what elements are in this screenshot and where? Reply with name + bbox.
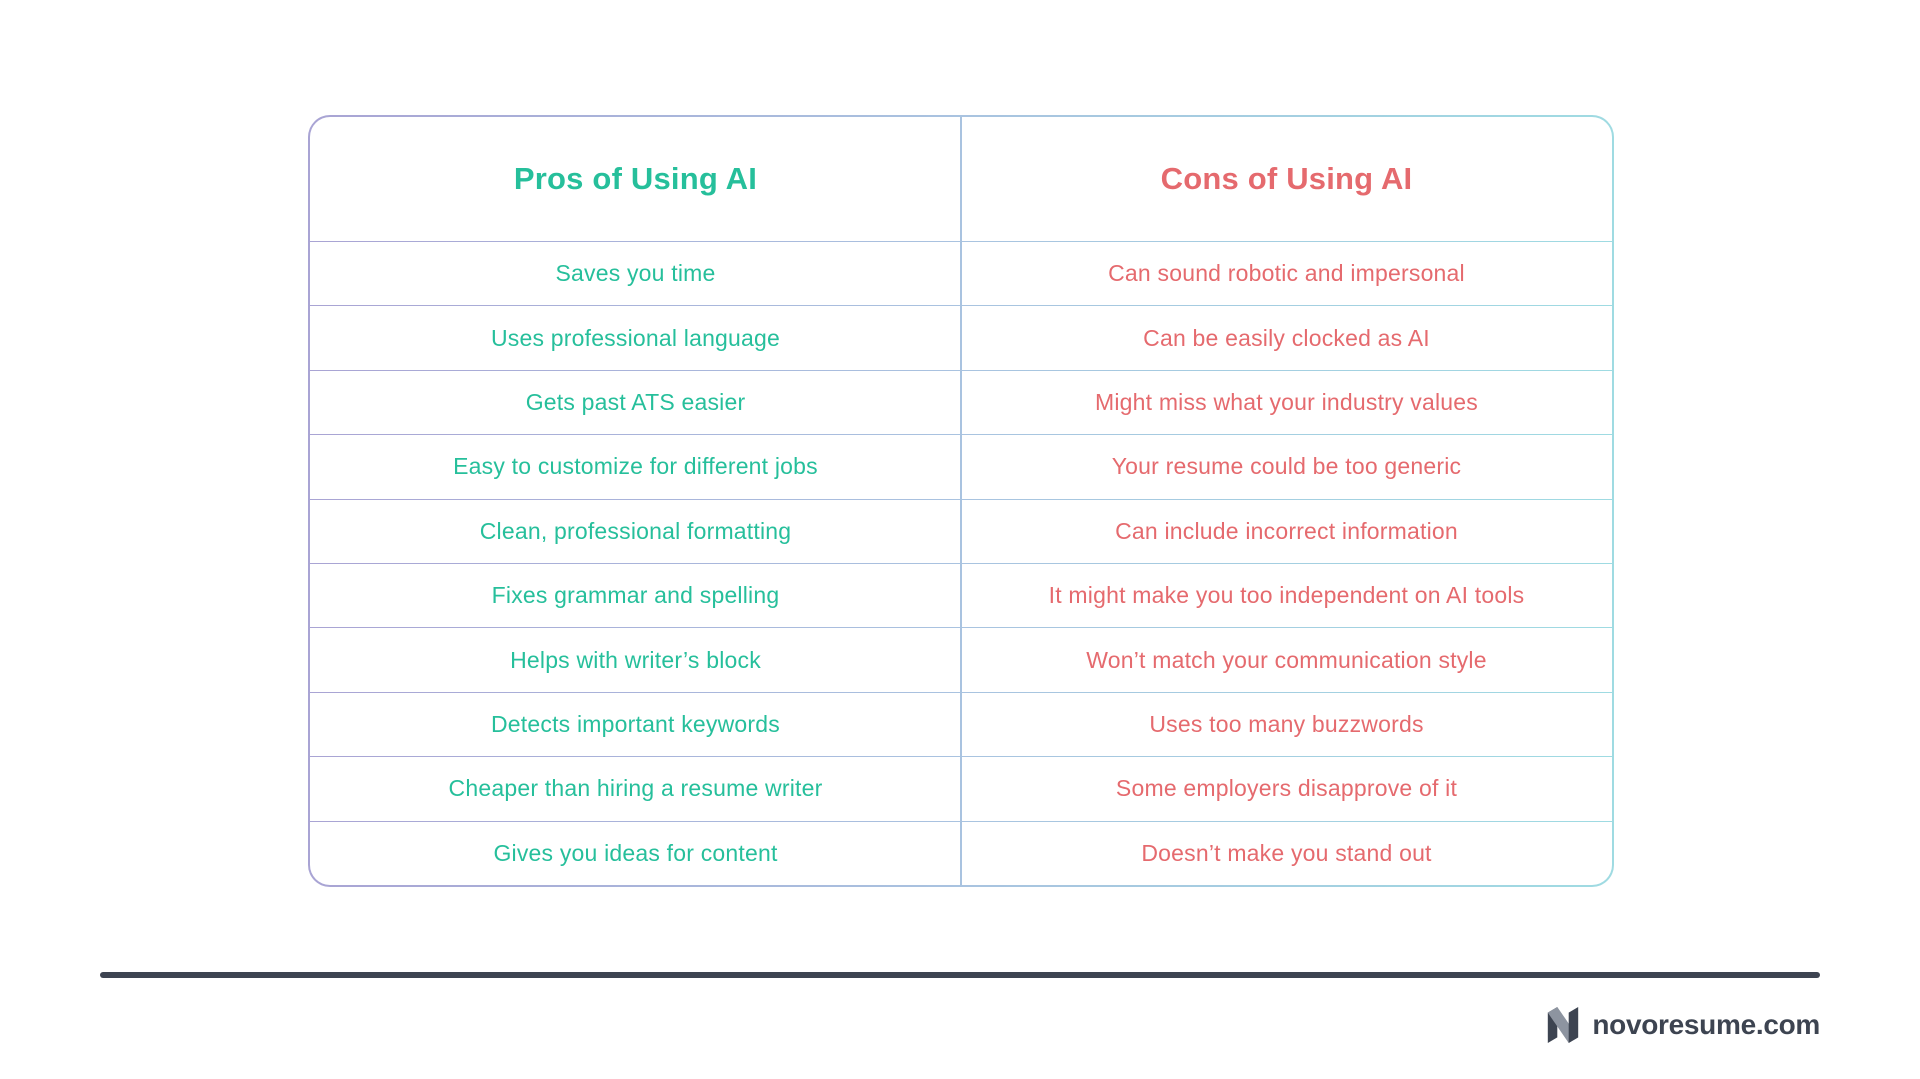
con-text: Can sound robotic and impersonal — [1108, 260, 1465, 287]
pro-cell: Helps with writer’s block — [310, 628, 961, 691]
con-cell: It might make you too independent on AI … — [961, 564, 1612, 627]
pro-text: Saves you time — [555, 260, 716, 287]
con-text: Uses too many buzzwords — [1149, 711, 1424, 738]
pro-text: Easy to customize for different jobs — [453, 453, 818, 480]
con-text: Can include incorrect information — [1115, 517, 1458, 544]
footer-divider-line — [100, 972, 1820, 978]
pro-cell: Uses professional language — [310, 306, 961, 369]
column-divider — [960, 117, 962, 885]
con-cell: Uses too many buzzwords — [961, 693, 1612, 756]
pro-text: Clean, professional formatting — [479, 517, 792, 544]
con-text: Some employers disapprove of it — [1115, 775, 1458, 802]
con-cell: Can sound robotic and impersonal — [961, 242, 1612, 305]
con-cell: Doesn’t make you stand out — [961, 822, 1612, 885]
con-text: It might make you too independent on AI … — [1048, 582, 1525, 609]
pro-text: Gives you ideas for content — [493, 839, 778, 866]
brand-logo: novoresume.com — [1544, 1000, 1820, 1050]
con-cell: Might miss what your industry values — [961, 371, 1612, 434]
con-cell: Can be easily clocked as AI — [961, 306, 1612, 369]
pro-cell: Fixes grammar and spelling — [310, 564, 961, 627]
pro-text: Gets past ATS easier — [525, 389, 746, 416]
con-cell: Can include incorrect information — [961, 500, 1612, 563]
con-cell: Some employers disapprove of it — [961, 757, 1612, 820]
con-text: Doesn’t make you stand out — [1141, 839, 1432, 866]
novoresume-n-icon — [1548, 1006, 1579, 1044]
cons-header-cell: Cons of Using AI — [961, 117, 1612, 241]
con-text: Your resume could be too generic — [1111, 453, 1462, 480]
pros-header-label: Pros of Using AI — [513, 161, 758, 196]
con-text: Can be easily clocked as AI — [1143, 324, 1430, 351]
pros-cons-table: Pros of Using AI Cons of Using AI Saves … — [308, 115, 1614, 887]
pro-cell: Easy to customize for different jobs — [310, 435, 961, 498]
pro-text: Detects important keywords — [491, 711, 780, 738]
pro-cell: Saves you time — [310, 242, 961, 305]
con-cell: Your resume could be too generic — [961, 435, 1612, 498]
pro-cell: Gives you ideas for content — [310, 822, 961, 885]
con-text: Won’t match your communication style — [1086, 646, 1487, 673]
pro-cell: Gets past ATS easier — [310, 371, 961, 434]
pro-cell: Clean, professional formatting — [310, 500, 961, 563]
con-text: Might miss what your industry values — [1094, 389, 1478, 416]
pro-text: Cheaper than hiring a resume writer — [448, 775, 823, 802]
pro-text: Uses professional language — [490, 324, 781, 351]
pros-header-cell: Pros of Using AI — [310, 117, 961, 241]
pro-text: Fixes grammar and spelling — [491, 582, 780, 609]
table-header-row: Pros of Using AI Cons of Using AI — [310, 117, 1612, 241]
brand-name: novoresume.com — [1592, 1009, 1820, 1040]
pro-cell: Cheaper than hiring a resume writer — [310, 757, 961, 820]
cons-header-label: Cons of Using AI — [1160, 161, 1413, 196]
pro-cell: Detects important keywords — [310, 693, 961, 756]
pro-text: Helps with writer’s block — [510, 646, 761, 673]
con-cell: Won’t match your communication style — [961, 628, 1612, 691]
